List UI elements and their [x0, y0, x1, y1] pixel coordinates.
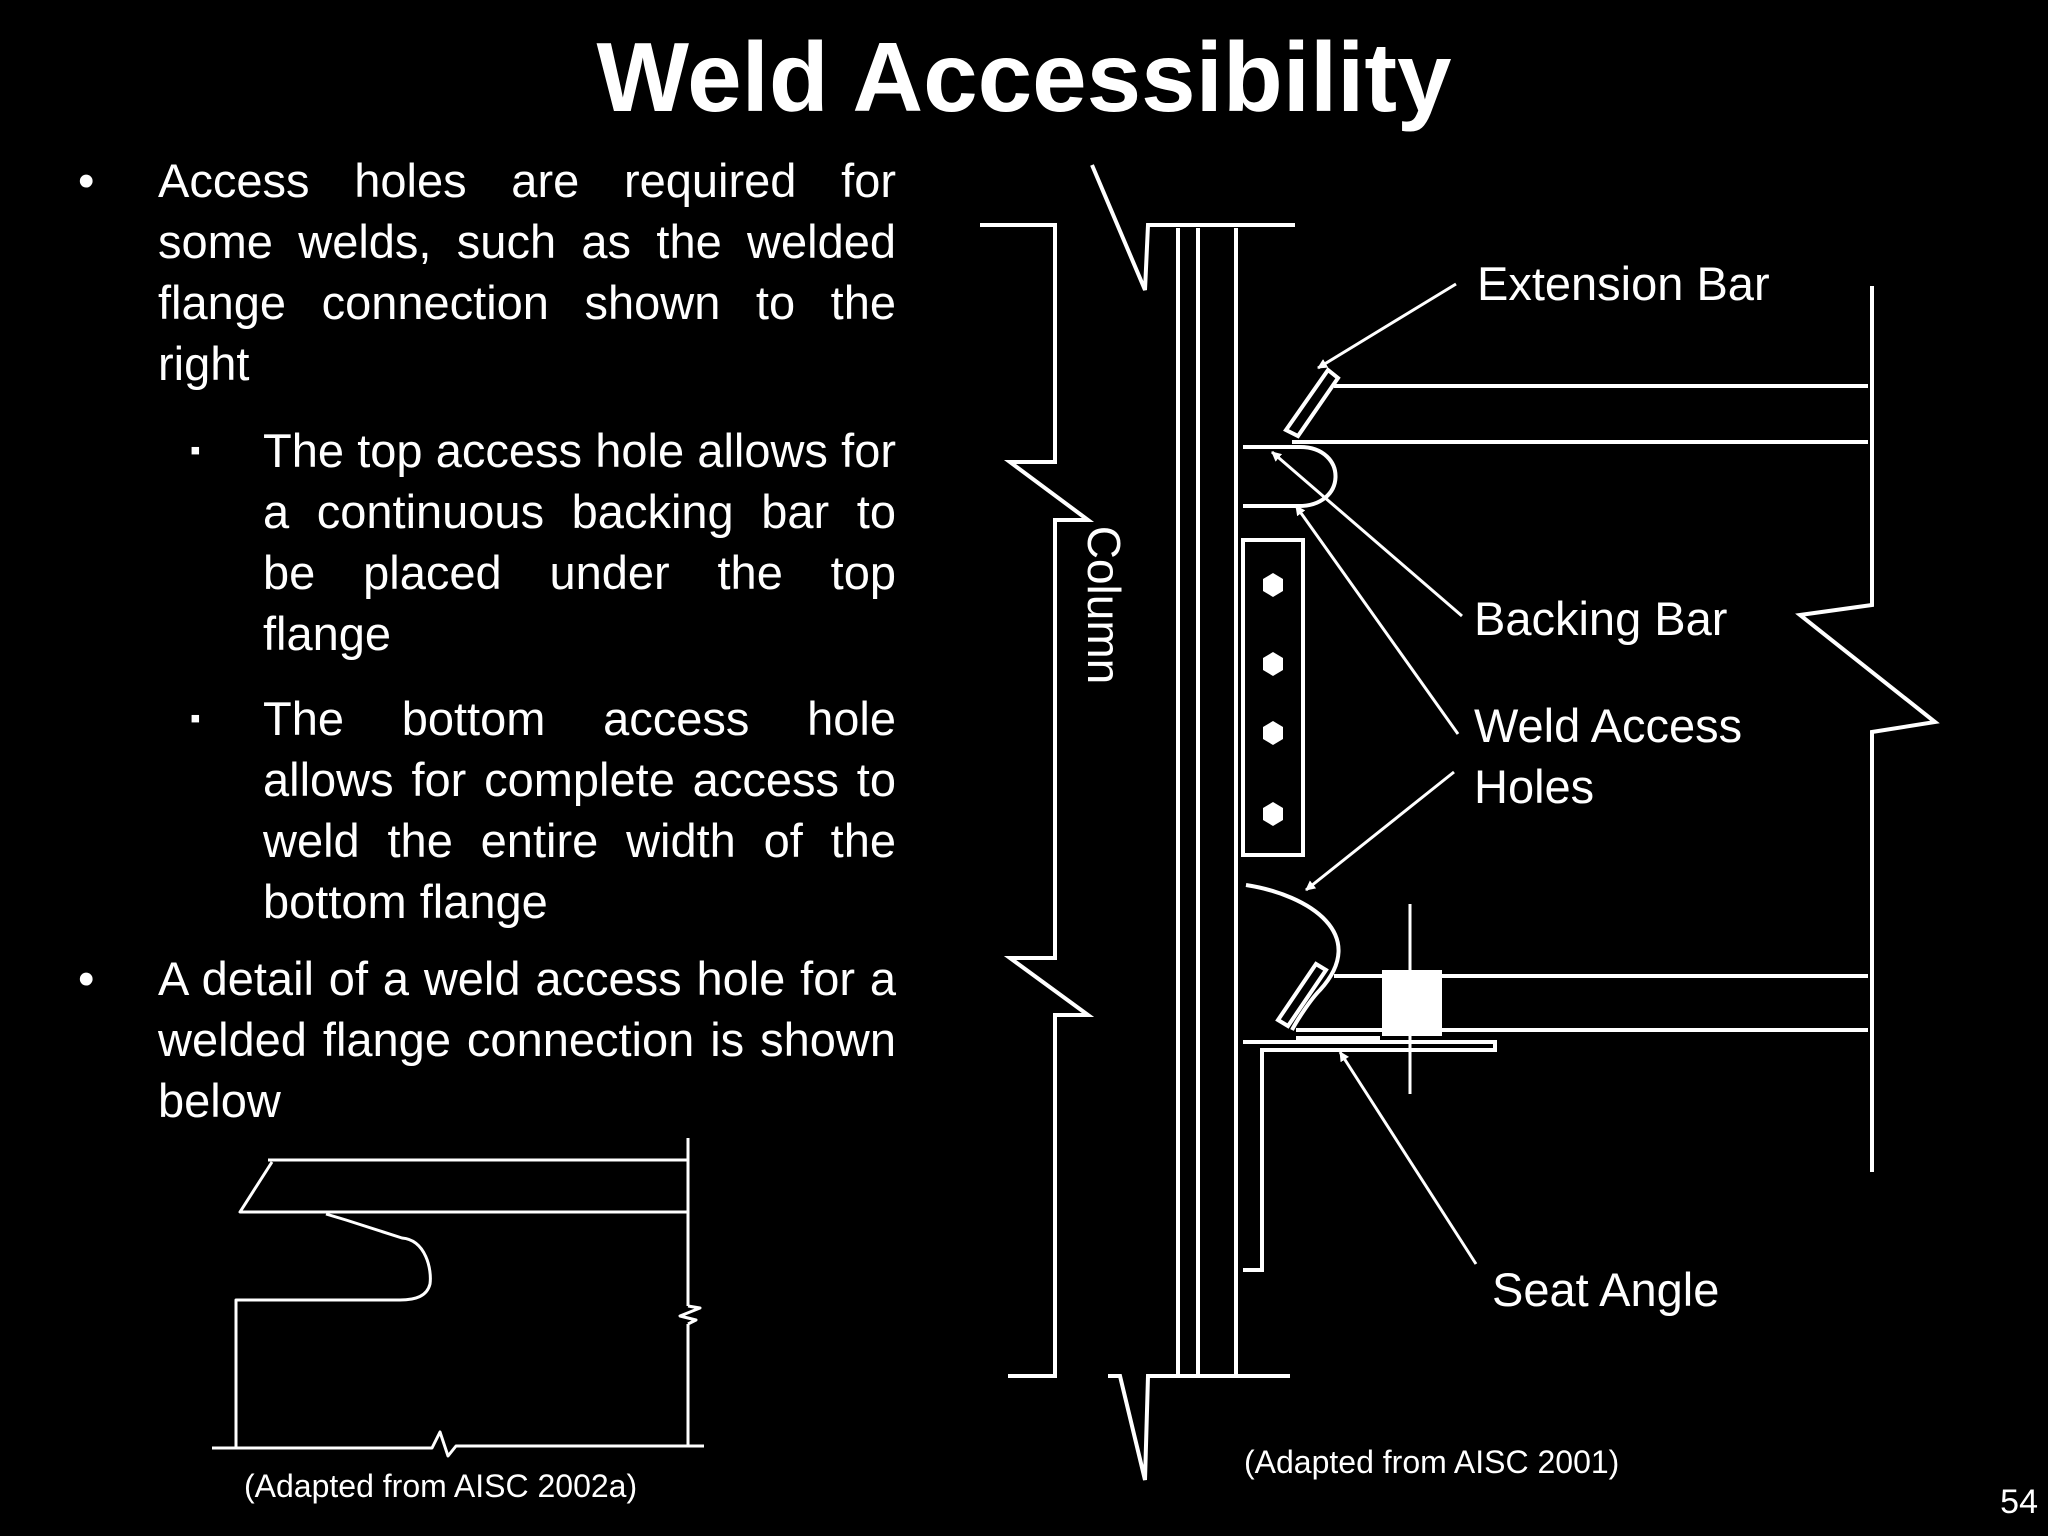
- column-top-break-line: [1090, 164, 1295, 291]
- bottom-weld-access-hole: [1245, 883, 1341, 1031]
- bullet-marker: •: [78, 154, 95, 207]
- connection-diagram-credit: (Adapted from AISC 2001): [1244, 1444, 1620, 1480]
- sub-bullet-top-access-hole: ▪ The top access hole allows for a conti…: [158, 420, 896, 664]
- extension-bar-label: Extension Bar: [1477, 257, 1770, 310]
- bullet-text: A detail of a weld access hole for a wel…: [158, 952, 896, 1127]
- shear-tab-plate: [1241, 538, 1305, 857]
- detail-diagram-credit: (Adapted from AISC 2002a): [244, 1468, 638, 1504]
- bolt-icon: [1263, 802, 1283, 826]
- weld-access-holes-label-line-2: Holes: [1474, 760, 1594, 813]
- callout-arrows: [1271, 282, 1478, 1265]
- bolt-icon: [1263, 652, 1283, 676]
- detail-access-hole: [234, 1212, 432, 1448]
- bullet-list: • Access holes are required for some wel…: [70, 150, 896, 1131]
- sub-bullet-marker: ▪: [190, 434, 201, 467]
- beam-right-break-line: [1795, 286, 1940, 1172]
- arrow-weld-access-hole-top: [1294, 505, 1460, 735]
- arrow-extension-bar: [1317, 282, 1457, 370]
- access-hole-detail-drawing: [212, 1138, 704, 1458]
- sub-bullet-text: The top access hole allows for a continu…: [263, 424, 896, 660]
- column-bottom-break-line: [1108, 1374, 1290, 1481]
- detail-right-break: [678, 1304, 702, 1326]
- bolt-icon: [1263, 573, 1283, 597]
- sub-bullet-list: ▪ The top access hole allows for a conti…: [158, 420, 896, 932]
- shear-tab: [1241, 538, 1305, 857]
- bullet-marker: •: [78, 952, 95, 1005]
- page-number: 54: [2000, 1483, 2038, 1521]
- bolt-icon: [1263, 721, 1283, 745]
- column-left-edge-break: [980, 223, 1095, 1378]
- seat-angle-shape: [1243, 1040, 1497, 1272]
- bottom-extension-bar-shape: [1275, 961, 1329, 1029]
- arrow-weld-access-hole-bottom: [1305, 770, 1455, 892]
- weld-access-holes-label-line-1: Weld Access: [1474, 699, 1742, 752]
- column-label: Column: [1078, 526, 1130, 685]
- bullet-text: Access holes are required for some welds…: [158, 154, 896, 390]
- bullet-item-access-holes: • Access holes are required for some wel…: [70, 150, 896, 932]
- column-drawing: [980, 164, 1295, 1481]
- sub-bullet-bottom-access-hole: ▪ The bottom access hole allows for comp…: [158, 688, 896, 932]
- detail-bottom-break-line: [212, 1430, 704, 1458]
- backing-bar-label: Backing Bar: [1474, 592, 1727, 645]
- arrow-seat-angle: [1338, 1051, 1478, 1265]
- slide-title: Weld Accessibility: [596, 22, 1452, 132]
- detail-top-flange: [238, 1158, 688, 1214]
- backing-bar: [1382, 970, 1442, 1036]
- sub-bullet-marker: ▪: [190, 702, 201, 735]
- bullet-item-detail: • A detail of a weld access hole for a w…: [70, 948, 896, 1131]
- extension-bar-shape: [1283, 367, 1341, 439]
- seat-angle-label: Seat Angle: [1492, 1263, 1719, 1316]
- arrow-backing-bar: [1271, 450, 1463, 618]
- sub-bullet-text: The bottom access hole allows for comple…: [263, 692, 896, 928]
